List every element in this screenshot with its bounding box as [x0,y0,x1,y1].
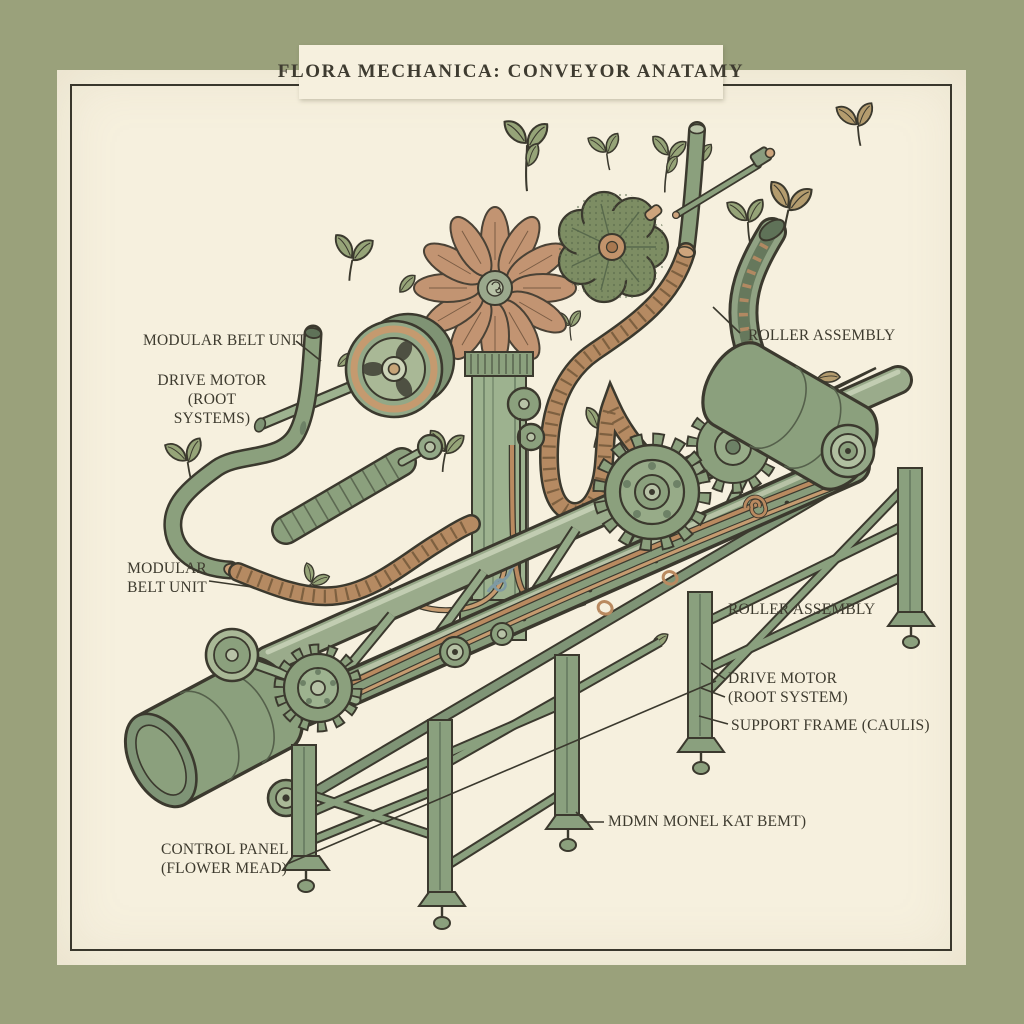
label-main-frame-garbled: MDMN MONEL KAT BEMT) [608,813,807,830]
label-drive-motor-right-line2: (ROOT SYSTEM) [728,689,848,706]
flywheel-pulley [253,312,456,433]
label-modular-belt-unit-top: MODULAR BELT UNIT [143,332,307,349]
tall-stem-tube [677,121,706,263]
idler-disc [438,622,514,669]
label-control-panel-line2: (FLOWER MEAD) [161,860,288,877]
title-banner: FLORA MECHANICA: CONVEYOR ANATAMY [278,45,743,99]
label-modular-belt-unit-side-line1: MODULAR [127,560,207,577]
leader-lines [208,306,741,865]
small-pulley-wheel [204,627,260,683]
large-gear-front [592,432,712,552]
leader-control-panel [286,680,717,865]
sprocket-gear [273,643,363,733]
gear-flower [557,190,670,304]
right-drum-end-pulley [820,423,876,479]
label-control-panel: CONTROL PANEL (FLOWER MEAD) [161,840,289,878]
daisy-flower [413,206,577,370]
label-modular-belt-unit-side: MODULAR BELT UNIT [126,559,208,597]
cross-rod [671,146,776,220]
leader-drive-motor-right-2 [700,687,726,698]
label-drive-motor-left: DRIVE MOTOR (ROOT SYSTEMS) [148,371,276,428]
leg [544,654,594,852]
leader-support-frame [698,715,729,725]
leader-belt-unit-side [208,580,253,588]
chain-belt-lower [228,514,481,607]
support-legs-near [281,637,663,930]
leader-drive-motor-right [700,662,726,680]
label-drive-motor-left-line2: (ROOT SYSTEMS) [173,391,251,427]
poster-title: FLORA MECHANICA: CONVEYOR ANATAMY [277,61,745,82]
chain-belt-upper [538,242,696,523]
leg [417,719,467,930]
label-roller-assembly-side: ROLLER ASSEMBLY [728,601,876,618]
label-control-panel-line1: CONTROL PANEL [161,841,289,858]
leader-belt-unit-top [295,340,322,362]
support-legs-far [676,467,936,775]
label-drive-motor-right-line1: DRIVE MOTOR [728,670,838,687]
leader-main-frame [575,811,604,823]
label-roller-assembly-top: ROLLER ASSEMBLY [748,327,896,344]
leader-roller-assembly-top [712,306,741,334]
ribbed-roller-shaft [271,433,444,545]
copper-pipes [338,466,849,703]
leg [281,744,331,893]
label-modular-belt-unit-side-line2: BELT UNIT [127,579,207,596]
label-drive-motor-left-line1: DRIVE MOTOR [157,372,267,389]
label-support-frame: SUPPORT FRAME (CAULIS) [731,717,930,734]
label-drive-motor-right: DRIVE MOTOR (ROOT SYSTEM) [728,669,848,707]
